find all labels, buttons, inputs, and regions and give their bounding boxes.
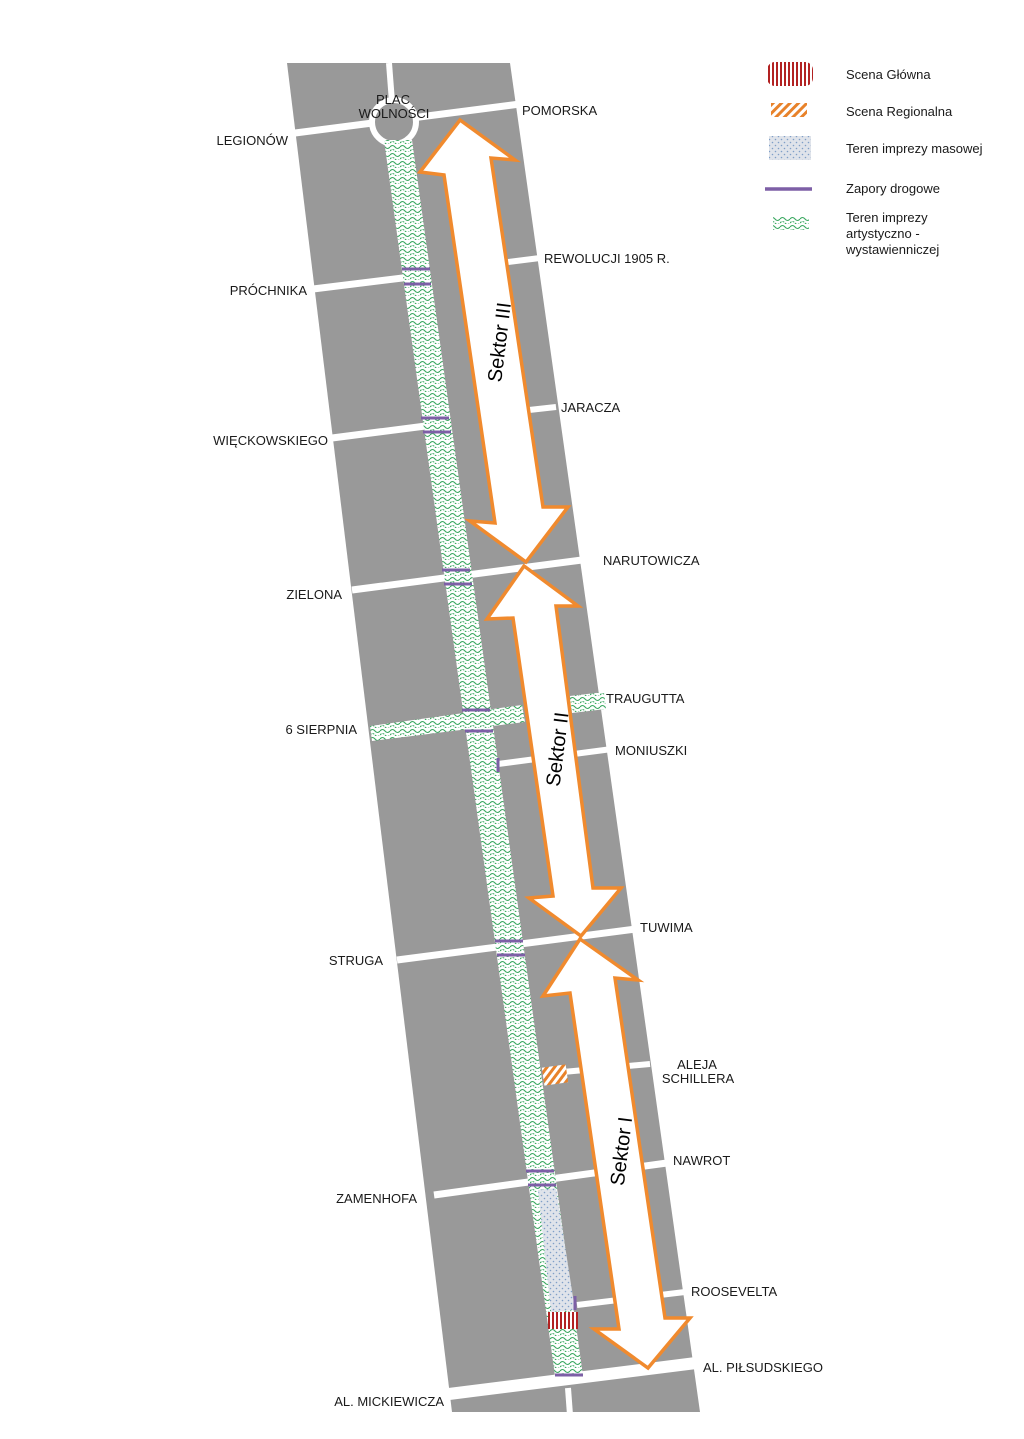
roadblocks bbox=[402, 267, 583, 1377]
art-exhibition-strip bbox=[384, 140, 583, 1376]
legend-label-art-line1: Teren imprezy bbox=[846, 210, 928, 225]
street-label-jaracza: JARACZA bbox=[561, 400, 621, 415]
street-label-roosevelta: ROOSEVELTA bbox=[691, 1284, 778, 1299]
street-label-prochnika: PRÓCHNIKA bbox=[230, 283, 308, 298]
main-stage-icon bbox=[767, 62, 813, 86]
legend-label-roadblocks: Zapory drogowe bbox=[846, 181, 940, 196]
regional-stage bbox=[541, 1064, 569, 1086]
street-label-schillera-line1: ALEJA bbox=[677, 1057, 717, 1072]
sector-iii-arrow bbox=[416, 117, 572, 565]
legend-label-art-line3: wystawienniczej bbox=[845, 242, 939, 257]
street-label-al-mickiewicza: AL. MICKIEWICZA bbox=[334, 1394, 444, 1409]
art-exhibition-traugutta bbox=[570, 692, 606, 713]
street-label-zamenhofa: ZAMENHOFA bbox=[336, 1191, 417, 1206]
legend-label-regional-stage: Scena Regionalna bbox=[846, 104, 953, 119]
street-labels-left: LEGIONÓW PRÓCHNIKA WIĘCKOWSKIEGO ZIELONA… bbox=[213, 133, 444, 1409]
plac-label-line2: WOLNOŚCI bbox=[359, 106, 430, 121]
main-stage bbox=[548, 1312, 578, 1329]
street-label-al-pilsudskiego: AL. PIŁSUDSKIEGO bbox=[703, 1360, 823, 1375]
sector-arrows bbox=[416, 117, 694, 1371]
legend-label-mass-event: Teren imprezy masowej bbox=[846, 141, 983, 156]
street-labels-right: POMORSKA REWOLUCJI 1905 R. JARACZA NARUT… bbox=[522, 103, 823, 1375]
regional-stage-icon bbox=[771, 103, 807, 117]
street-label-legionow: LEGIONÓW bbox=[216, 133, 288, 148]
street-label-rewolucji: REWOLUCJI 1905 R. bbox=[544, 251, 670, 266]
street-label-moniuszki: MONIUSZKI bbox=[615, 743, 687, 758]
street-label-struga: STRUGA bbox=[329, 953, 384, 968]
street-label-zielona: ZIELONA bbox=[286, 587, 342, 602]
legend-label-main-stage: Scena Główna bbox=[846, 67, 931, 82]
sector-i-arrow bbox=[539, 936, 694, 1371]
plac-label-line1: PLAC bbox=[376, 92, 410, 107]
street-label-schillera-line2: SCHILLERA bbox=[662, 1071, 735, 1086]
art-exhibition-6-sierpnia bbox=[370, 705, 525, 741]
street-label-6-sierpnia: 6 SIERPNIA bbox=[285, 722, 357, 737]
street-label-pomorska: POMORSKA bbox=[522, 103, 597, 118]
street-label-tuwima: TUWIMA bbox=[640, 920, 693, 935]
street-label-traugutta: TRAUGUTTA bbox=[606, 691, 685, 706]
mass-event-area bbox=[538, 1188, 575, 1312]
street-label-wieckowskiego: WIĘCKOWSKIEGO bbox=[213, 433, 328, 448]
mass-event-area-icon bbox=[769, 136, 811, 160]
street-label-nawrot: NAWROT bbox=[673, 1153, 730, 1168]
art-exhibition-area-icon bbox=[773, 216, 809, 230]
legend: Scena Główna Scena Regionalna Teren impr… bbox=[765, 62, 983, 257]
sector-ii-arrow bbox=[483, 563, 625, 939]
legend-label-art-line2: artystyczno - bbox=[846, 226, 920, 241]
street-label-narutowicza: NARUTOWICZA bbox=[603, 553, 700, 568]
